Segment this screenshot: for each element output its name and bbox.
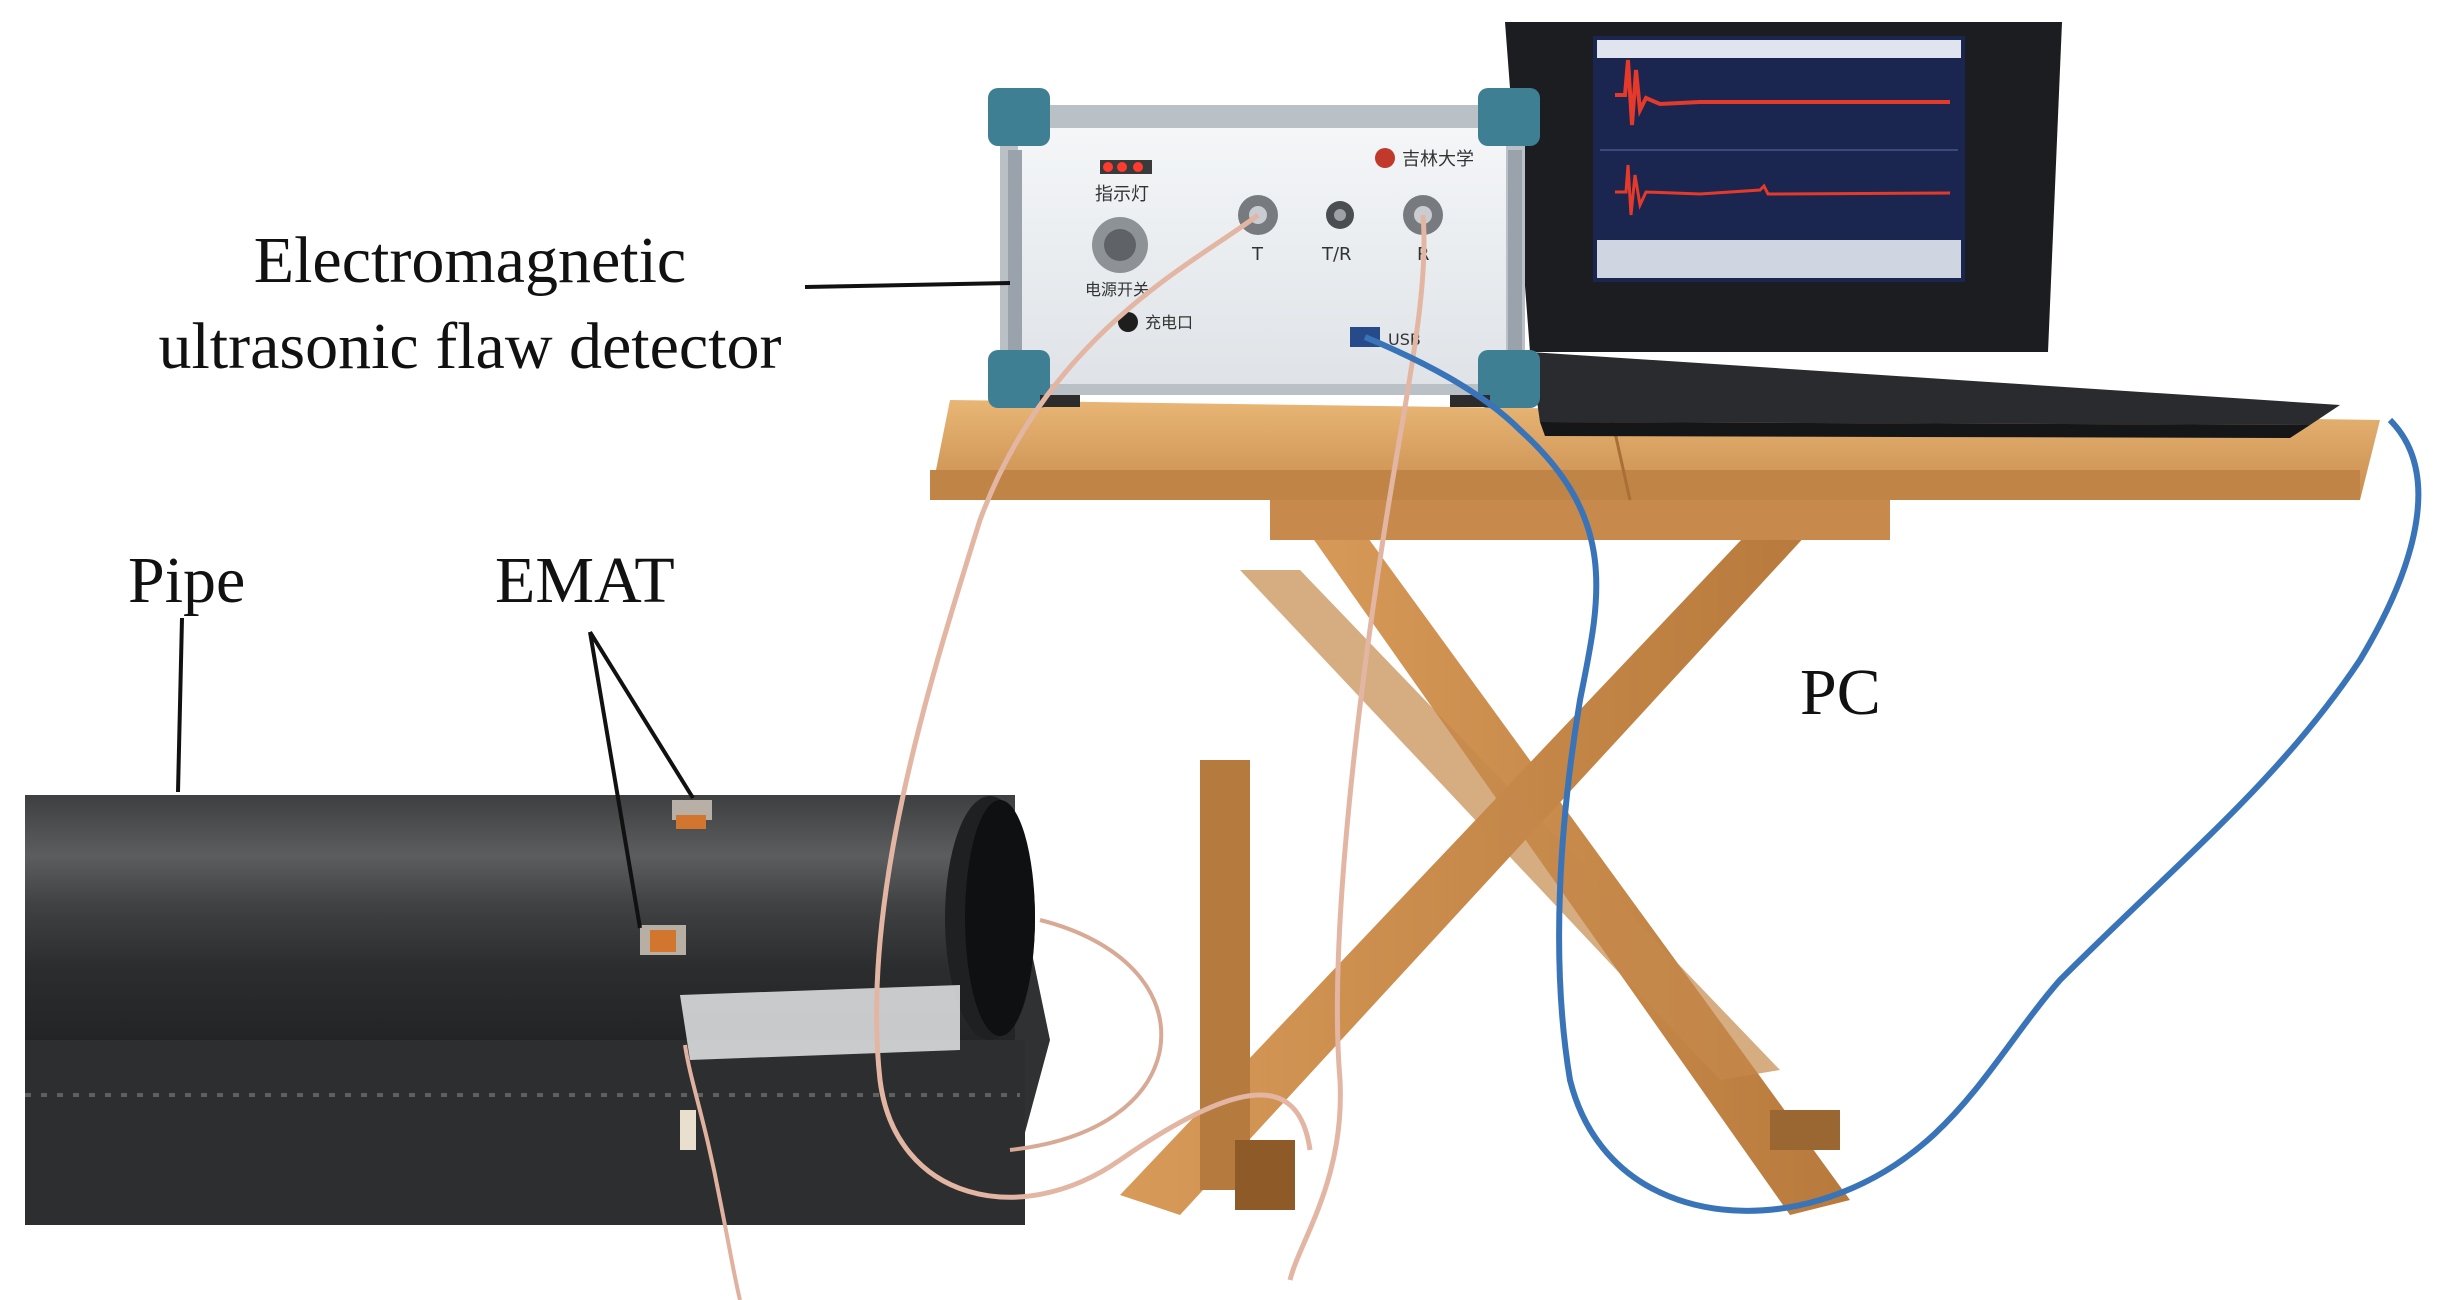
pc-label: PC (1800, 656, 1881, 729)
waveform-bottom (1615, 164, 1951, 216)
flaw-detector-device: 指示灯 电源开关 充电口 吉林大学 T T/R R USB (988, 88, 1540, 408)
charge-port-label: 充电口 (1145, 313, 1193, 332)
sensor-lead (683, 1044, 742, 1300)
detector-label: Electromagnetic ultrasonic flaw detector (90, 218, 850, 390)
usb-cable (1363, 334, 2422, 1214)
emat-label: EMAT (495, 544, 675, 617)
emat-cable (1009, 918, 1164, 1152)
detector-label-line1: Electromagnetic (253, 224, 687, 297)
laptop-pc (1505, 22, 2340, 438)
power-switch-label: 电源开关 (1085, 280, 1149, 299)
brand-logo-text: 吉林大学 (1402, 149, 1474, 170)
pipe-label: Pipe (128, 544, 246, 617)
wooden-table (930, 400, 2380, 1215)
pipe-leader (176, 617, 184, 793)
port-tr-label: T/R (1321, 244, 1352, 265)
port-t-label: T (1251, 244, 1264, 265)
emat-leader-1 (588, 630, 695, 800)
emat-leader-2 (588, 631, 642, 929)
steel-pipe (25, 795, 1050, 1225)
rf-cable-r (1287, 214, 1427, 1281)
detector-label-line2: ultrasonic flaw detector (158, 310, 782, 383)
cables (683, 213, 2422, 1300)
waveform-top (1615, 59, 1950, 126)
detector-leader (804, 281, 1011, 289)
indicator-label: 指示灯 (1095, 184, 1149, 205)
annotation-leaders (176, 281, 1011, 929)
rf-cable-t (873, 213, 1313, 1200)
